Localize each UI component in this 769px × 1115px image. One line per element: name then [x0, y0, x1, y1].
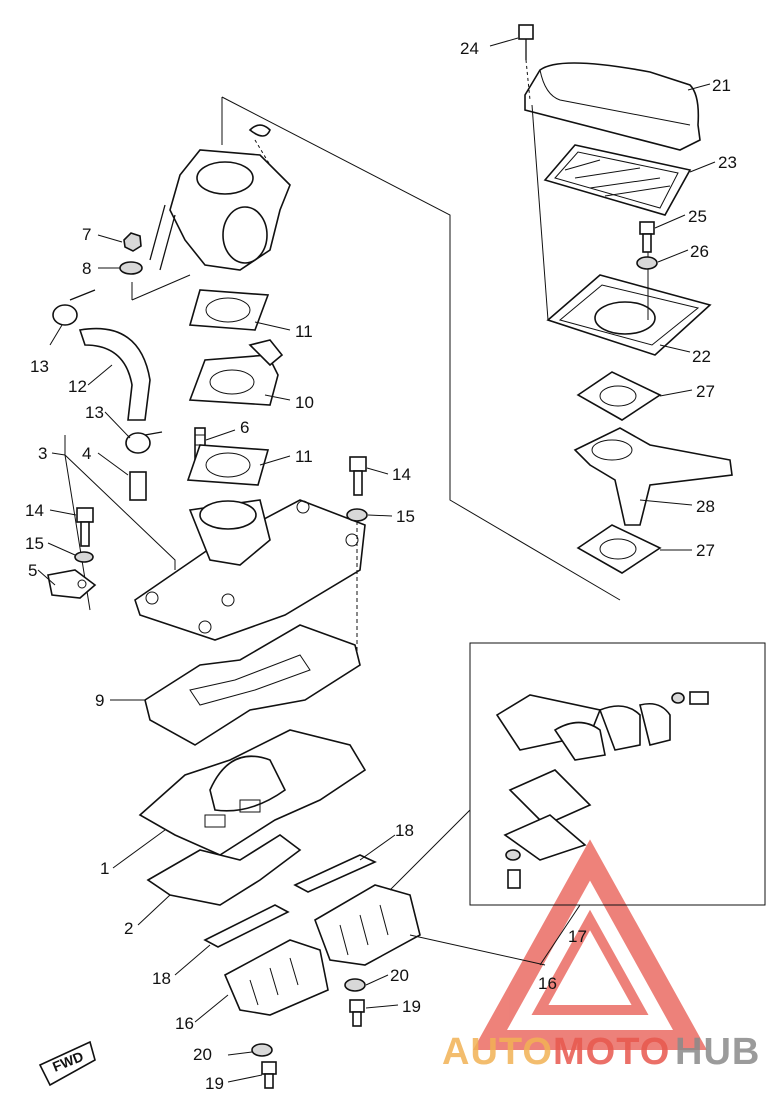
callout-17: 17 — [568, 927, 587, 946]
bolt-19-right — [349, 999, 365, 1027]
gasket-18-left — [203, 904, 290, 948]
gasket-2 — [146, 834, 302, 906]
callout-13-lower: 13 — [85, 403, 104, 422]
gasket-27-upper — [576, 371, 662, 421]
washer-20-left — [251, 1043, 273, 1057]
clamp-13-upper — [52, 289, 96, 326]
callout-26: 26 — [690, 242, 709, 261]
gasket-11-lower — [186, 444, 270, 486]
nut-7 — [123, 232, 142, 252]
reed-valve-16-left — [223, 939, 329, 1016]
bolt-14-left — [76, 507, 94, 547]
callout-4: 4 — [82, 444, 91, 463]
bolt-19-left — [261, 1061, 277, 1089]
callout-7: 7 — [82, 225, 91, 244]
washer-15-right — [346, 508, 368, 660]
gasket-18-right — [293, 854, 377, 893]
reed-valve-housing — [138, 729, 367, 856]
bracket-28 — [573, 427, 733, 526]
callout-16-right: 16 — [538, 974, 557, 993]
reed-valve-16-right — [314, 884, 421, 966]
bolt-24 — [518, 24, 534, 101]
callout-6: 6 — [240, 418, 249, 437]
callout-11-upper: 11 — [295, 322, 313, 341]
collar-4 — [129, 471, 147, 501]
washer-20-right — [344, 978, 366, 992]
gasket-9 — [144, 624, 361, 746]
callout-24: 24 — [460, 39, 479, 58]
washer-8 — [119, 261, 143, 275]
callout-14-left: 14 — [25, 501, 44, 520]
watermark-logo — [473, 839, 707, 1050]
intake-manifold — [134, 499, 366, 641]
callout-20-right: 20 — [390, 966, 409, 985]
callout-12: 12 — [68, 377, 87, 396]
air-silencer-cover — [524, 62, 701, 151]
spacer-10 — [188, 339, 284, 406]
clamp-13-lower — [125, 431, 163, 454]
clip-5 — [47, 569, 97, 599]
callout-15-right: 15 — [396, 507, 415, 526]
callout-19-left: 19 — [205, 1074, 224, 1093]
carburetor — [131, 124, 291, 301]
callout-18-right: 18 — [395, 821, 414, 840]
leader-lines — [37, 37, 716, 1083]
callout-2: 2 — [124, 919, 133, 938]
callout-16-left: 16 — [175, 1014, 194, 1033]
callout-21: 21 — [712, 76, 731, 95]
callout-27-lower: 27 — [696, 541, 715, 560]
callout-18-left: 18 — [152, 969, 171, 988]
reed-detail-inset — [389, 642, 766, 966]
washer-15-left — [74, 551, 94, 563]
hose-12 — [78, 327, 151, 421]
callout-9: 9 — [95, 691, 104, 710]
callout-19-right: 19 — [402, 997, 421, 1016]
callout-5: 5 — [28, 561, 37, 580]
callout-labels: 24 21 23 25 26 22 27 28 27 7 8 13 12 11 … — [25, 39, 737, 1093]
callout-14-right: 14 — [392, 465, 411, 484]
watermark-moto: MOTO — [553, 1031, 670, 1073]
watermark-auto: AUTO — [442, 1031, 553, 1073]
callout-10: 10 — [295, 393, 314, 412]
callout-25: 25 — [688, 207, 707, 226]
callout-28: 28 — [696, 497, 715, 516]
gasket-11-upper — [188, 289, 270, 331]
callout-23: 23 — [718, 153, 737, 172]
callout-8: 8 — [82, 259, 91, 278]
callout-20-left: 20 — [193, 1045, 212, 1064]
callout-13-upper: 13 — [30, 357, 49, 376]
callout-11-lower: 11 — [295, 447, 313, 466]
watermark-hub: HUB — [675, 1031, 760, 1073]
callout-15-left: 15 — [25, 534, 44, 553]
bolt-25 — [639, 221, 655, 253]
callout-1: 1 — [100, 859, 109, 878]
watermark-text: AUTO MOTO HUB — [442, 1031, 760, 1073]
gasket-27-lower — [576, 524, 662, 574]
assembly-outline — [221, 96, 621, 601]
callout-3: 3 — [38, 444, 47, 463]
bolt-14-right — [349, 456, 367, 496]
washer-26 — [636, 256, 658, 270]
callout-22: 22 — [692, 347, 711, 366]
flame-arrester-screen — [543, 144, 692, 216]
air-silencer-base — [531, 104, 712, 356]
callout-27-upper: 27 — [696, 382, 715, 401]
fwd-arrow: FWD — [38, 1040, 96, 1087]
